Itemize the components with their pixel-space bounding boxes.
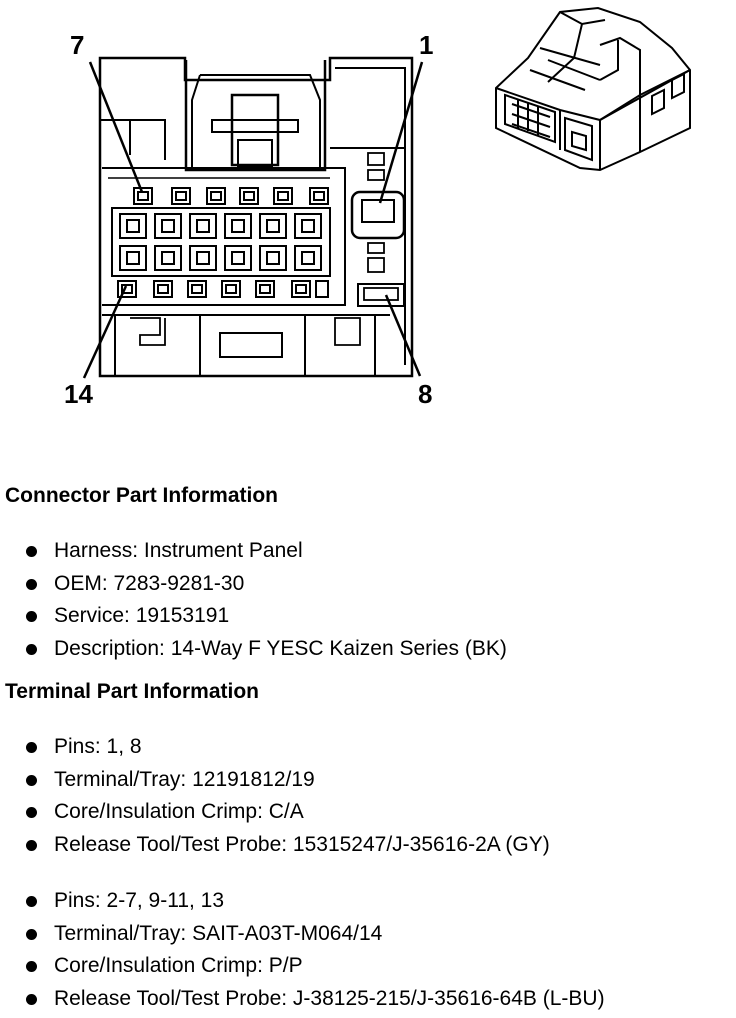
connector-info-list: Harness: Instrument Panel OEM: 7283-9281… (24, 535, 507, 665)
list-item: Pins: 2-7, 9-11, 13 (24, 885, 605, 918)
callout-pin-7: 7 (70, 30, 84, 60)
list-item: Pins: 1, 8 (24, 731, 550, 764)
list-item: Terminal/Tray: SAIT-A03T-M064/14 (24, 918, 605, 951)
terminal-info-heading: Terminal Part Information (5, 680, 259, 703)
callout-pin-8: 8 (418, 379, 432, 409)
list-item: Description: 14-Way F YESC Kaizen Series… (24, 633, 507, 666)
connector-face (98, 56, 414, 378)
list-item: Terminal/Tray: 12191812/19 (24, 764, 550, 797)
list-item: Release Tool/Test Probe: 15315247/J-3561… (24, 829, 550, 862)
terminal-row-bottom (117, 280, 329, 298)
callout-pin-14: 14 (64, 379, 93, 409)
connector-info-heading: Connector Part Information (5, 484, 279, 507)
terminal-row-top (133, 187, 329, 205)
cavity-grid (119, 213, 322, 271)
callout-pin-1: 1 (419, 30, 433, 60)
list-item: Release Tool/Test Probe: J-38125-215/J-3… (24, 983, 605, 1016)
list-item: Service: 19153191 (24, 600, 507, 633)
list-item: Core/Insulation Crimp: P/P (24, 950, 605, 983)
list-item: OEM: 7283-9281-30 (24, 568, 507, 601)
connector-isometric-view (495, 6, 691, 172)
list-item: Core/Insulation Crimp: C/A (24, 796, 550, 829)
terminal-group-2-list: Pins: 2-7, 9-11, 13 Terminal/Tray: SAIT-… (24, 885, 605, 1015)
callout-leaders (82, 61, 424, 379)
terminal-group-1-list: Pins: 1, 8 Terminal/Tray: 12191812/19 Co… (24, 731, 550, 861)
list-item: Harness: Instrument Panel (24, 535, 507, 568)
connector-diagram: 7 1 14 8 (64, 6, 691, 409)
